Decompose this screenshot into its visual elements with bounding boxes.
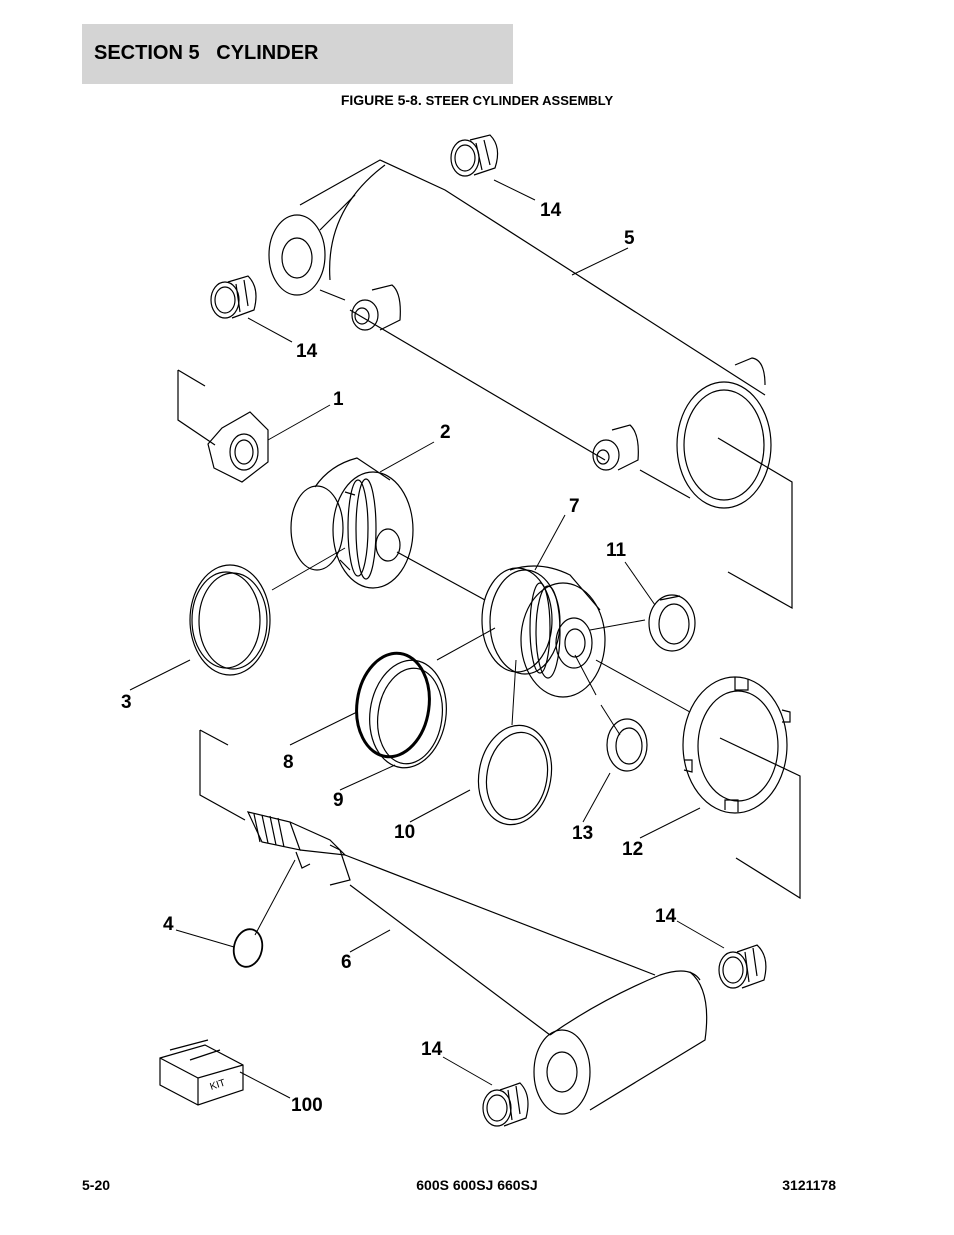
bushing-top-right xyxy=(450,134,499,177)
callout-7: 7 xyxy=(569,496,580,517)
callout-2: 2 xyxy=(440,422,451,443)
backup-ring xyxy=(369,659,447,769)
callout-1: 1 xyxy=(333,389,344,410)
figure-title: STEER CYLINDER ASSEMBLY xyxy=(425,93,614,108)
bushing-bottom-left xyxy=(482,1082,529,1127)
cylinder-head xyxy=(290,457,486,601)
lock-nut xyxy=(682,676,801,900)
callout-6: 6 xyxy=(341,952,352,973)
callout-14-top-right: 14 xyxy=(540,200,562,221)
footer-models: 600S 600SJ 660SJ xyxy=(416,1177,538,1193)
wear-ring xyxy=(477,724,553,826)
nut xyxy=(177,369,269,483)
callout-100: 100 xyxy=(291,1095,323,1116)
piston-rod xyxy=(199,729,656,1036)
callout-11: 11 xyxy=(606,540,627,561)
callout-13: 13 xyxy=(572,823,593,844)
callout-14-bottom-right: 14 xyxy=(655,906,677,927)
callout-14-top-left: 14 xyxy=(296,341,318,362)
rod-eye xyxy=(533,970,708,1115)
callout-14-bottom-left: 14 xyxy=(421,1039,443,1060)
leader-lines xyxy=(129,179,725,1099)
seal-11 xyxy=(648,594,696,652)
callout-3: 3 xyxy=(121,692,132,713)
section-title: SECTION 5 CYLINDER xyxy=(94,42,319,64)
wiper-seal xyxy=(189,564,271,676)
cylinder-barrel xyxy=(268,159,793,610)
callouts: 1 2 3 4 5 6 7 8 9 10 11 12 13 14 14 14 1… xyxy=(121,200,677,1116)
piston xyxy=(481,565,606,698)
figure-caption: FIGURE 5-8. STEER CYLINDER ASSEMBLY xyxy=(0,92,954,108)
bushing-top-left xyxy=(210,275,257,319)
bushing-bottom-right xyxy=(718,944,767,989)
callout-8: 8 xyxy=(283,752,294,773)
o-ring xyxy=(355,651,431,759)
o-ring-small xyxy=(232,928,264,968)
footer-doc-number: 3121178 xyxy=(782,1177,836,1193)
callout-4: 4 xyxy=(163,914,174,935)
figure-number: FIGURE 5-8. xyxy=(340,92,422,108)
callout-12: 12 xyxy=(622,839,643,860)
callout-5: 5 xyxy=(624,228,635,249)
seal-kit-box: KIT xyxy=(159,1039,244,1106)
section-header: SECTION 5 CYLINDER xyxy=(82,24,513,84)
callout-10: 10 xyxy=(394,822,415,843)
kit-label: KIT xyxy=(209,1078,227,1093)
footer-page-number: 5-20 xyxy=(82,1177,111,1193)
callout-9: 9 xyxy=(333,790,344,811)
seal-13 xyxy=(606,718,648,772)
